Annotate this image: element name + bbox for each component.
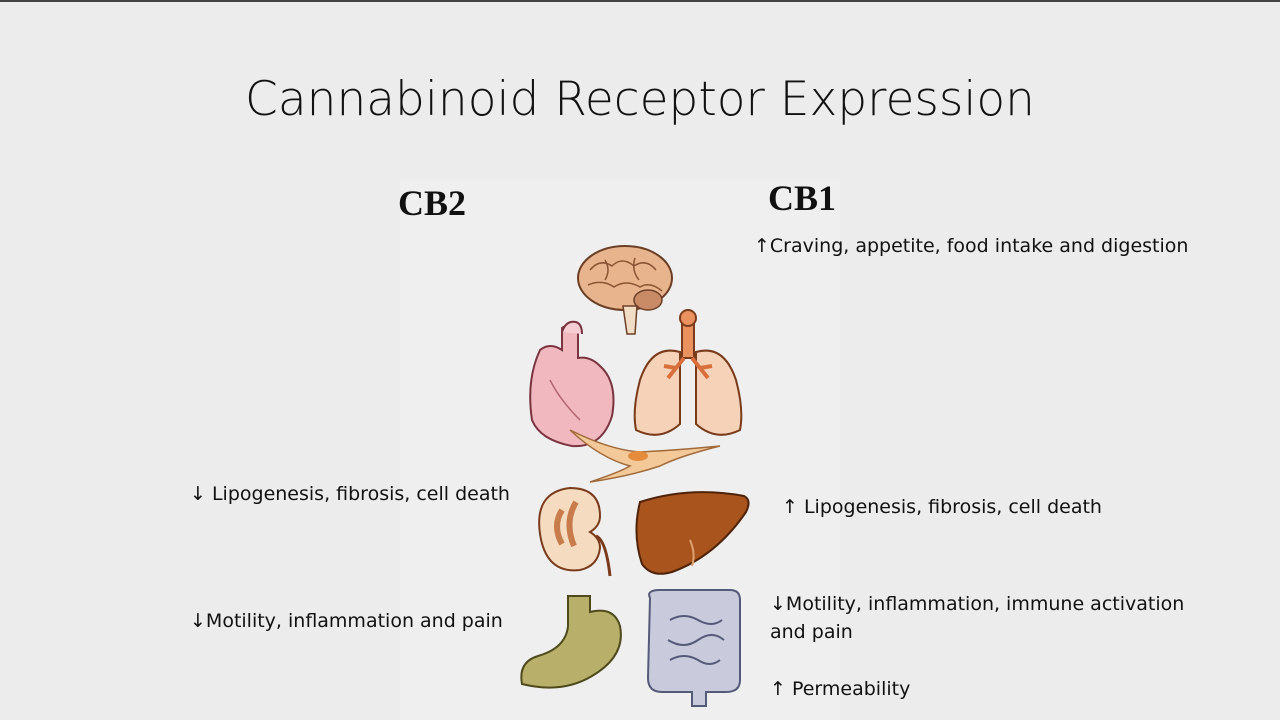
top-border [0, 0, 1280, 2]
intestine-icon [646, 589, 741, 707]
lungs-icon [633, 309, 743, 436]
cb1-lipogenesis-note: ↑ Lipogenesis, fibrosis, cell death [782, 496, 1102, 518]
cb2-heading: CB2 [398, 183, 467, 223]
slide-title: Cannabinoid Receptor Expression [245, 72, 1035, 127]
cb1-craving-note: ↑Craving, appetite, food intake and dige… [754, 235, 1189, 257]
stomach-icon [520, 595, 622, 689]
heart-icon [529, 320, 615, 448]
cb1-heading: CB1 [768, 178, 837, 218]
liver-icon [635, 491, 750, 575]
cb1-motility-note: ↓Motility, inflammation, immune activati… [770, 593, 1185, 643]
cb2-lipogenesis-note: ↓ Lipogenesis, fibrosis, cell death [190, 483, 510, 505]
organs-illustration [520, 245, 750, 707]
cb2-motility-note: ↓Motility, inflammation and pain [190, 610, 503, 632]
brain-icon [577, 245, 673, 335]
fibroblast-icon [569, 429, 721, 483]
kidney-icon [538, 486, 612, 577]
cb1-permeability-note: ↑ Permeability [770, 678, 911, 700]
